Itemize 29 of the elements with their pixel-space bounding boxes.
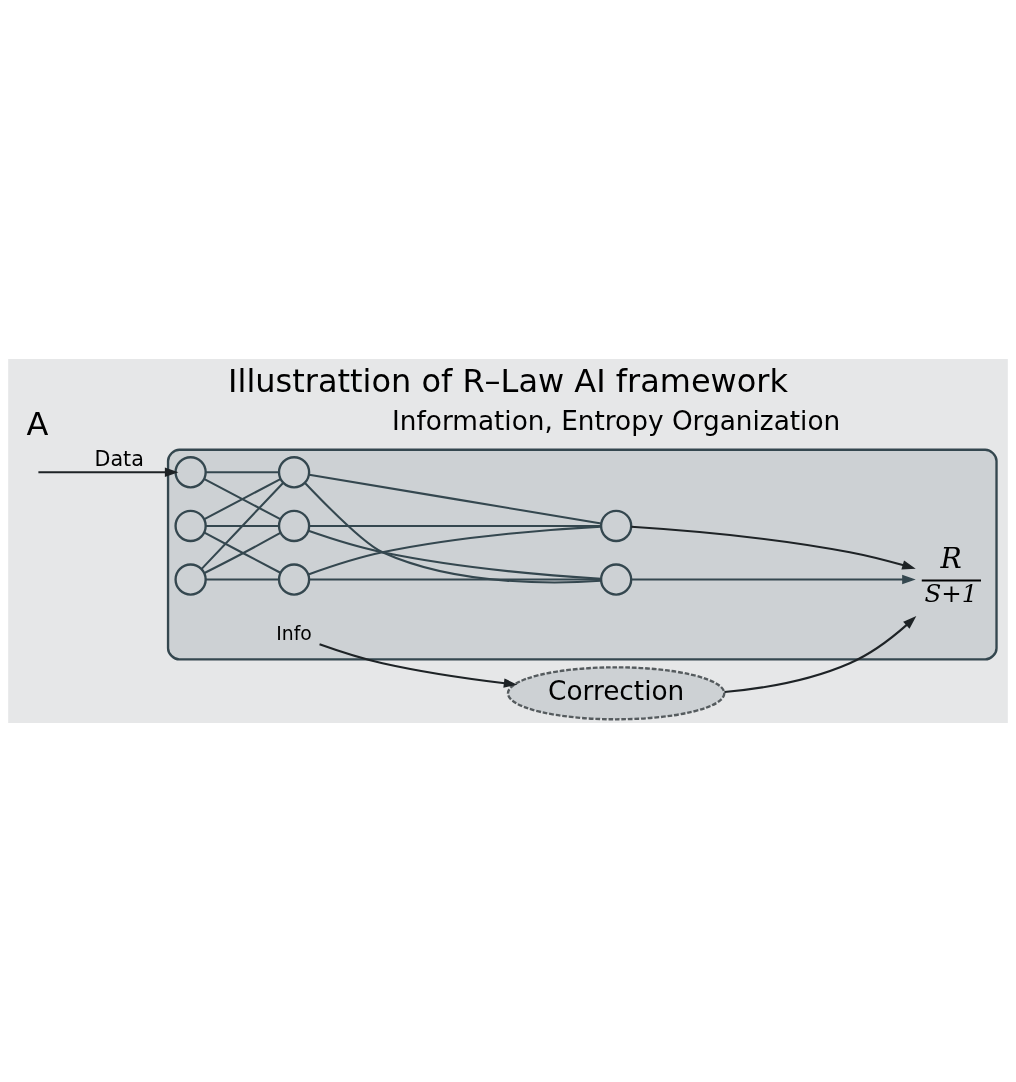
- node-circle: [174, 563, 207, 596]
- node-circle: [277, 456, 311, 489]
- node-circle: [599, 509, 633, 543]
- connector: [205, 471, 279, 474]
- edge-label: Data: [94, 447, 144, 472]
- node-text: R S+1: [924, 542, 978, 608]
- connector: [200, 482, 284, 570]
- arrow: [724, 616, 917, 694]
- connector: [203, 478, 281, 521]
- connector: [309, 524, 601, 527]
- node-circle: [174, 509, 207, 543]
- diagram-title: Illustrattion of R–Law AI framework: [228, 362, 788, 401]
- node-circle: [277, 509, 311, 543]
- connector: [309, 578, 601, 581]
- arrow: [319, 643, 518, 688]
- node-ellipse: Correction: [506, 666, 726, 721]
- connector: [205, 578, 279, 581]
- node-circle: [277, 563, 311, 596]
- connector: [309, 473, 602, 525]
- connector: [304, 482, 602, 584]
- label: A: [26, 405, 49, 444]
- arrow: [631, 574, 916, 585]
- node-circle: [599, 563, 633, 596]
- arrow: [631, 525, 916, 570]
- node-circle: [174, 456, 207, 489]
- arrow: [38, 467, 179, 478]
- node-text: Info: [276, 622, 312, 644]
- connector: [205, 524, 279, 527]
- caption: Information, Entropy Organization: [392, 405, 841, 436]
